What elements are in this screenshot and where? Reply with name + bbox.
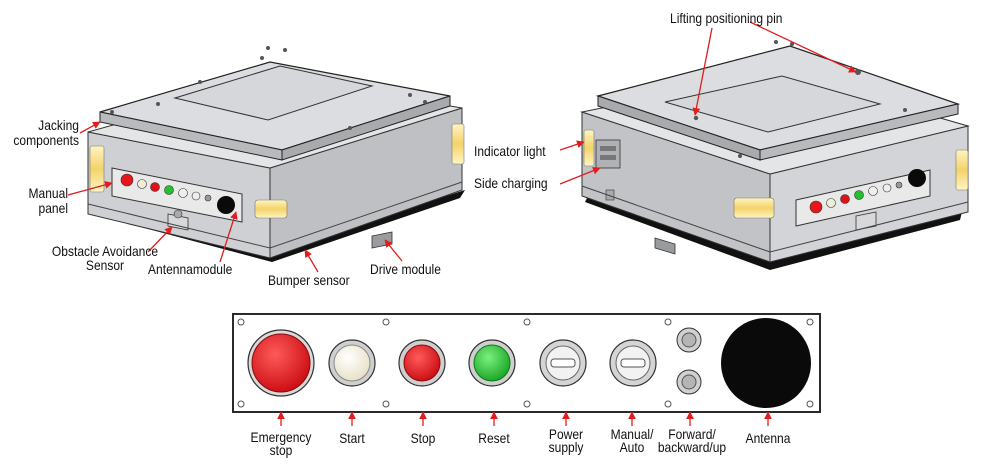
label-indicator-light: Indicator light: [474, 143, 546, 159]
label-stop: Stop: [410, 430, 436, 446]
antenna: [721, 318, 811, 408]
label-bumper-sensor: Bumper sensor: [268, 272, 350, 288]
label-lifting-pin: Lifting positioning pin: [670, 10, 783, 26]
label-power-supply: Power supply: [548, 426, 584, 455]
callout-arrows: [67, 21, 857, 273]
right-robot: [580, 40, 970, 270]
label-emergency-stop: Emergency stop: [250, 429, 312, 458]
label-antenna: Antenna: [745, 430, 791, 446]
label-antennamodule: Antennamodule: [148, 261, 233, 277]
label-reset: Reset: [478, 430, 510, 446]
label-forward-backward-up: Forward/ backward/up: [657, 426, 727, 455]
panel-arrows: [277, 411, 772, 426]
left-robot: [87, 46, 465, 262]
label-start: Start: [339, 430, 365, 446]
label-jacking-components: Jacking components: [13, 117, 79, 148]
label-side-charging: Side charging: [474, 175, 548, 191]
label-obstacle-sensor: Obstacle Avoidance Sensor: [51, 243, 159, 273]
label-manual-auto: Manual/ Auto: [610, 426, 654, 455]
control-panel: [232, 313, 821, 413]
label-drive-module: Drive module: [370, 261, 441, 277]
label-manual-panel: Manual panel: [28, 185, 68, 216]
